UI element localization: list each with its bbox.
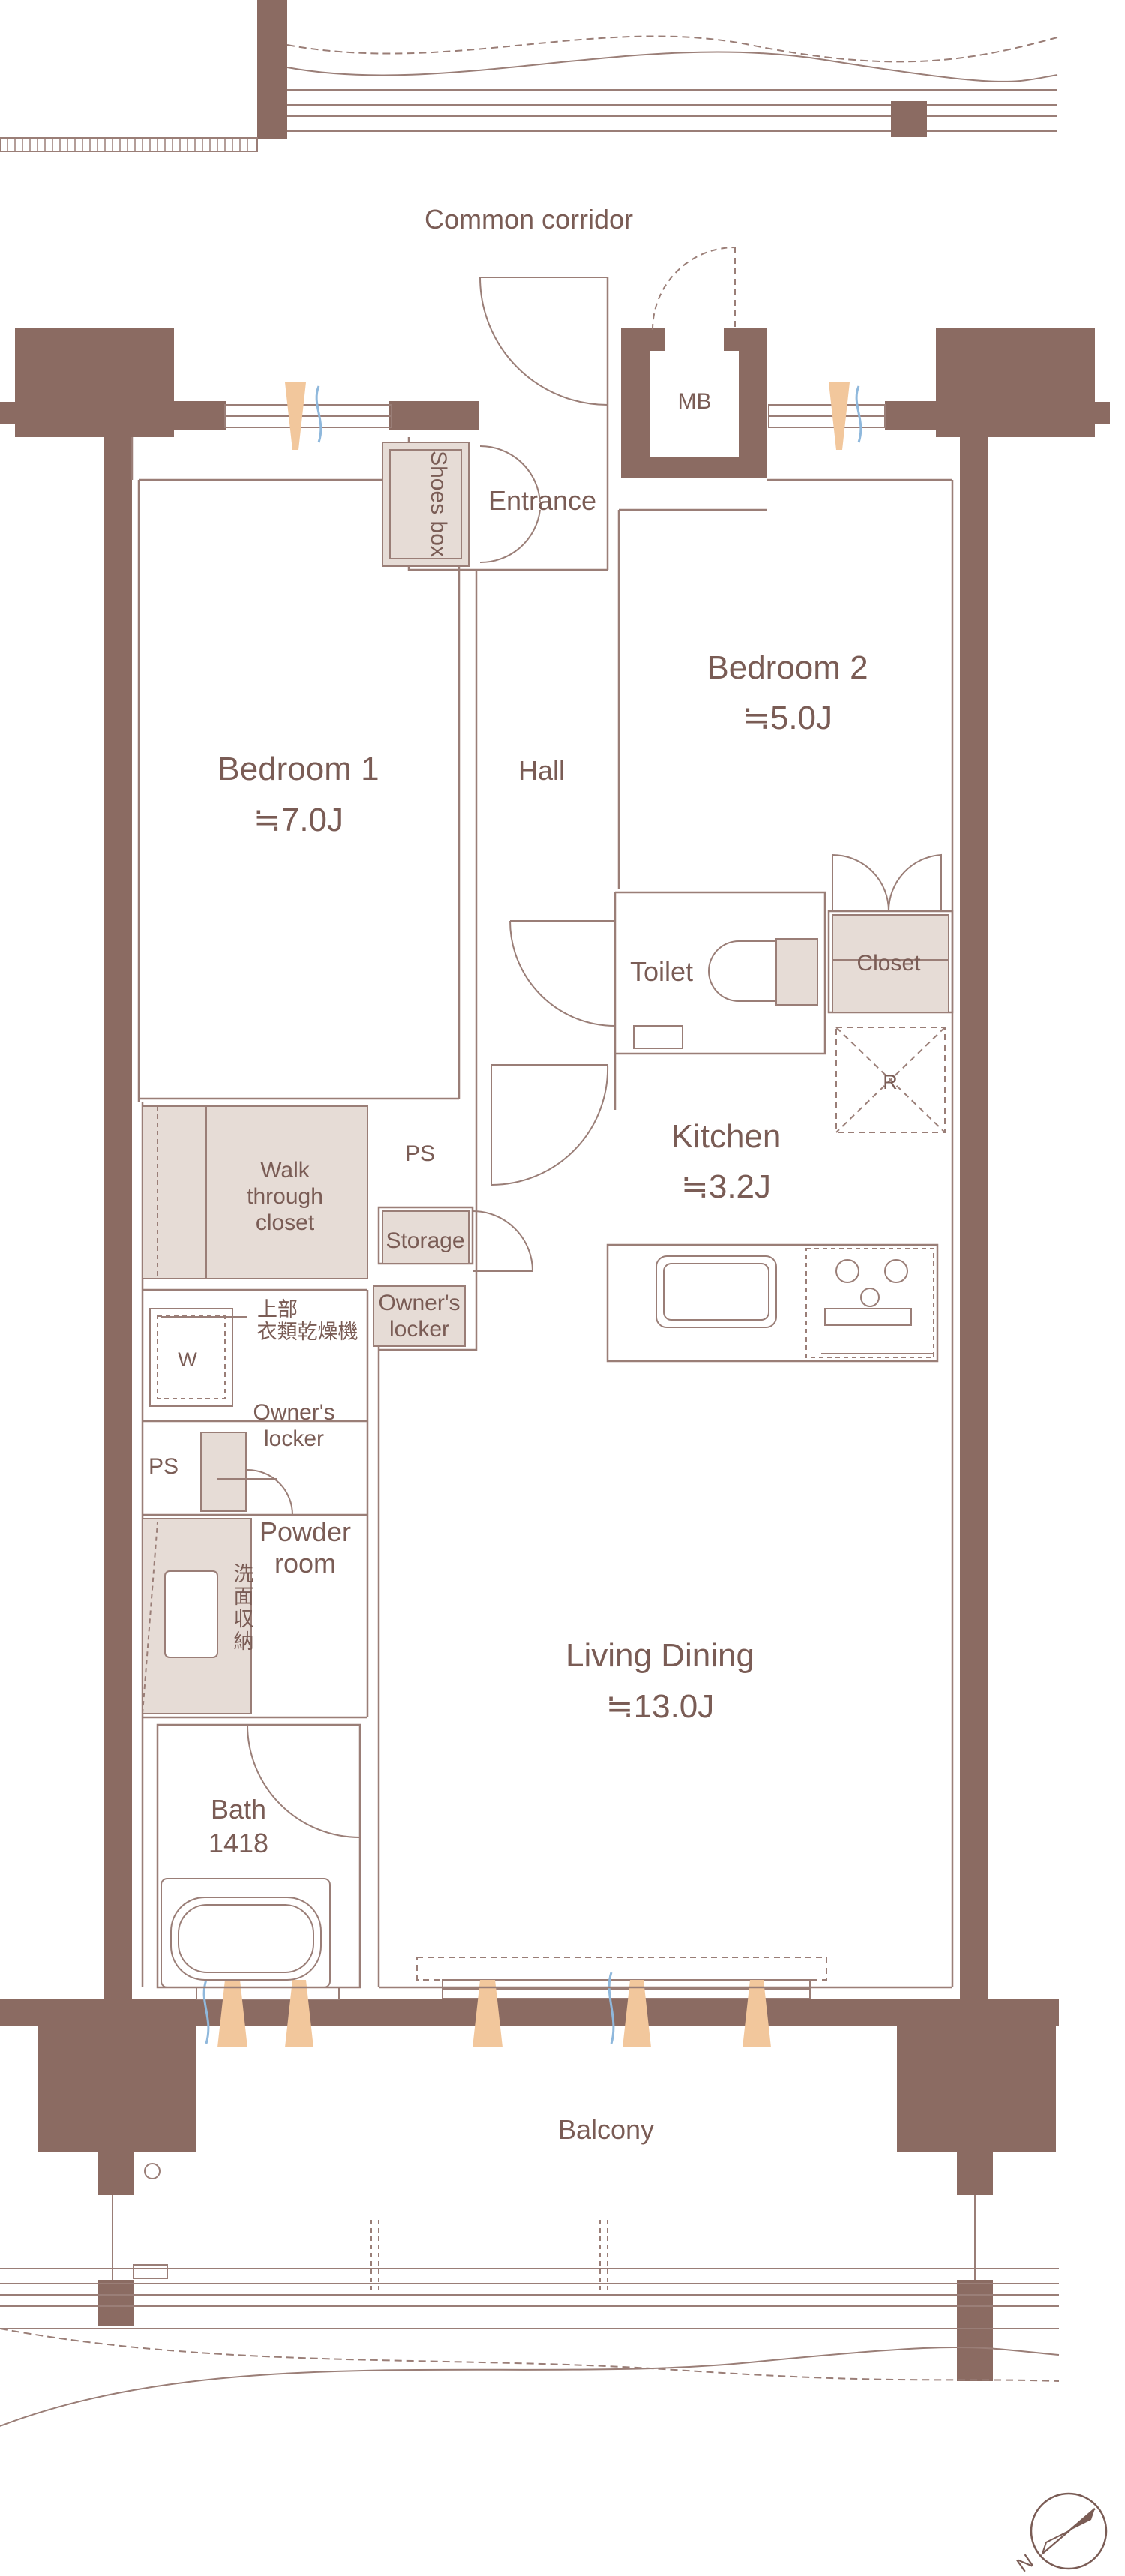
- washer-label: W: [178, 1348, 197, 1371]
- ps-upper-label: PS: [405, 1141, 435, 1166]
- refrigerator-label: R: [883, 1071, 898, 1093]
- fixtures: [142, 442, 950, 2179]
- toilet-label: Toilet: [630, 956, 693, 987]
- shoes-box-label: Shoes box: [426, 451, 451, 557]
- ps-lower-label: PS: [148, 1454, 178, 1479]
- bedroom2-area: ≒5.0J: [742, 700, 832, 736]
- bedroom1-label: Bedroom 1: [218, 751, 379, 787]
- living-dining-area: ≒13.0J: [606, 1688, 715, 1725]
- room-labels: Common corridor MB Shoes box Entrance Ha…: [148, 204, 1037, 2576]
- owners-locker-upper-line2: locker: [389, 1317, 449, 1342]
- vanity-storage-3: 収: [234, 1608, 254, 1630]
- owners-locker-upper-line1: Owner's: [378, 1291, 460, 1315]
- vanity-storage-1: 洗: [234, 1563, 254, 1585]
- doors: [247, 247, 942, 1838]
- walk-through-closet-line1: Walk: [260, 1158, 310, 1183]
- mb-label: MB: [678, 389, 712, 414]
- dryer-line1: 上部: [257, 1298, 298, 1321]
- bath-label: Bath: [211, 1794, 266, 1825]
- kitchen-label: Kitchen: [671, 1118, 782, 1155]
- living-dining-label: Living Dining: [566, 1637, 754, 1674]
- owners-locker-lower-line2: locker: [264, 1426, 324, 1451]
- storage-label: Storage: [386, 1228, 464, 1253]
- bottom-windows: [196, 1957, 827, 2047]
- vanity-storage-2: 面: [234, 1585, 254, 1608]
- hall-label: Hall: [518, 755, 565, 786]
- bedroom2-label: Bedroom 2: [706, 649, 868, 686]
- north-label: N: [1012, 2550, 1037, 2576]
- powder-room-line2: room: [274, 1548, 336, 1579]
- bedroom1-area: ≒7.0J: [254, 802, 344, 838]
- walk-through-closet-line3: closet: [256, 1210, 315, 1235]
- entrance-label: Entrance: [488, 485, 596, 516]
- balcony-label: Balcony: [558, 2114, 654, 2145]
- bath-size: 1418: [208, 1828, 268, 1858]
- closet-label: Closet: [856, 951, 921, 976]
- top-windows: [224, 382, 886, 450]
- dryer-line2: 衣類乾燥機: [257, 1321, 358, 1343]
- owners-locker-lower-line1: Owner's: [253, 1400, 334, 1425]
- vanity-storage-4: 納: [234, 1630, 254, 1653]
- balcony-railing: [0, 2195, 1060, 2427]
- corridor-area: [0, 0, 1058, 152]
- callout-arrows: [161, 1316, 278, 1480]
- kitchen-area: ≒3.2J: [681, 1168, 771, 1205]
- north-compass: [1030, 2492, 1108, 2570]
- powder-room-line1: Powder: [260, 1516, 351, 1547]
- walk-through-closet-line2: through: [247, 1184, 323, 1209]
- common-corridor-label: Common corridor: [424, 204, 633, 235]
- structural-walls: [0, 328, 1110, 2381]
